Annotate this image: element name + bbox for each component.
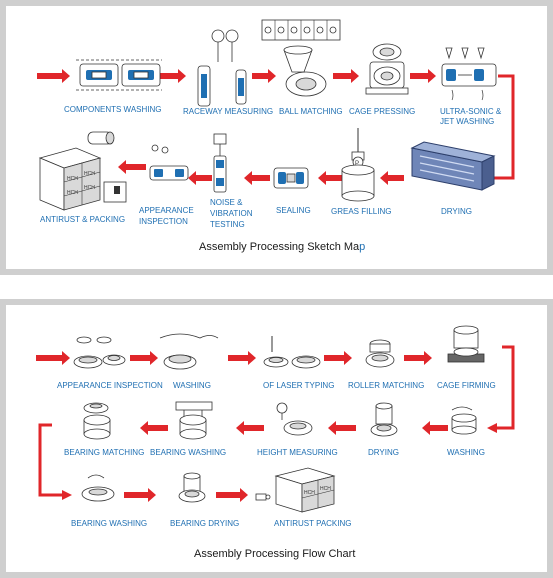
- flow-arrow: [422, 421, 448, 435]
- ultrasonic-washing-illustration: [441, 47, 497, 101]
- sealing-illustration: [273, 167, 309, 189]
- flow-arrow: [160, 69, 186, 83]
- step-label: ULTRA-SONIC &: [440, 107, 502, 116]
- step-label: WASHING: [173, 381, 211, 390]
- flow-arrow: [140, 421, 168, 435]
- vibration-testing-illustration: [213, 133, 227, 193]
- step-label: ANTIRUST PACKING: [274, 519, 352, 528]
- step-label: ANTIRUST & PACKING: [40, 215, 125, 224]
- cage-pressing-illustration: [365, 43, 409, 95]
- step-label: BEARING MATCHING: [64, 448, 144, 457]
- step-label: BALL MATCHING: [279, 107, 343, 116]
- step-label: GREAS FILLING: [331, 207, 391, 216]
- flow-chart-diagram: HCH HCH APPEARANCE INSPECTION WASHING OF…: [36, 325, 515, 560]
- antirust-packing-illustration: HCH HCH HCH HCH: [38, 131, 127, 211]
- components-washing-illustration: [76, 59, 162, 91]
- flow-connector: [490, 74, 515, 180]
- step-label: INSPECTION: [139, 217, 188, 226]
- svg-text:HCH: HCH: [84, 185, 95, 191]
- flow-arrow: [252, 69, 276, 83]
- svg-text:HCH: HCH: [320, 486, 331, 492]
- ball-matching-illustration: [261, 19, 341, 97]
- svg-text:P: P: [355, 161, 359, 167]
- flow-arrow: [37, 69, 70, 83]
- flow-arrow: [188, 171, 212, 185]
- raceway-measuring-illustration: [197, 29, 247, 107]
- step-label: SEALING: [276, 206, 311, 215]
- laser-typing-illustration: [263, 336, 321, 369]
- flow-arrow: [333, 69, 359, 83]
- flow-arrow: [487, 423, 497, 433]
- sketch-map-panel: P HCH HCH HCH HCH: [0, 0, 553, 275]
- step-label: WASHING: [447, 448, 485, 457]
- flow-arrow: [324, 351, 352, 365]
- drying-illustration: [370, 402, 398, 437]
- flow-arrow: [244, 171, 270, 185]
- antirust-packing-illustration: HCH HCH: [255, 467, 336, 513]
- step-label: BEARING WASHING: [150, 448, 226, 457]
- flow-arrow: [216, 488, 248, 502]
- step-label: TESTING: [210, 220, 245, 229]
- step-label: HEIGHT MEASURING: [257, 448, 338, 457]
- step-label: CAGE FIRMING: [437, 381, 496, 390]
- step-label: DRYING: [441, 207, 472, 216]
- bearing-matching-illustration: [83, 402, 111, 440]
- flow-arrow: [36, 351, 70, 365]
- step-label: APPEARANCE: [139, 206, 194, 215]
- washing-illustration: [159, 333, 219, 370]
- step-label: BEARING DRYING: [170, 519, 239, 528]
- step-label: NOISE &: [210, 198, 243, 207]
- step-label: DRYING: [368, 448, 399, 457]
- step-label: VIBRATION: [210, 209, 253, 218]
- flow-arrow: [118, 160, 146, 174]
- bearing-washing-illustration: [175, 401, 213, 440]
- svg-text:HCH: HCH: [67, 190, 78, 196]
- flow-arrow: [380, 171, 404, 185]
- svg-text:HCH: HCH: [84, 171, 95, 177]
- washing-illustration: [451, 406, 477, 435]
- cage-firming-illustration: [447, 325, 485, 363]
- flow-arrow: [62, 490, 72, 500]
- svg-text:HCH: HCH: [67, 176, 78, 182]
- flow-chart-caption: Assembly Processing Flow Chart: [194, 548, 355, 560]
- step-label: ROLLER MATCHING: [348, 381, 424, 390]
- step-label: CAGE PRESSING: [349, 107, 415, 116]
- bearing-drying-illustration: [178, 472, 206, 503]
- flow-arrow: [328, 421, 356, 435]
- step-label: COMPONENTS WASHING: [64, 105, 161, 114]
- flow-connector: [38, 423, 64, 497]
- drying-illustration: [410, 141, 496, 191]
- appearance-inspection-illustration: [149, 144, 189, 181]
- flow-arrow: [228, 351, 256, 365]
- appearance-inspection-illustration: [73, 336, 126, 369]
- flow-arrow: [318, 171, 342, 185]
- bearing-washing-illustration: [81, 474, 115, 502]
- flow-connector: [494, 345, 515, 430]
- flow-arrow: [130, 351, 158, 365]
- flow-arrow: [124, 488, 156, 502]
- step-label: BEARING WASHING: [71, 519, 147, 528]
- flow-arrow: [410, 69, 436, 83]
- svg-text:HCH: HCH: [304, 490, 315, 496]
- sketch-map-diagram: P HCH HCH HCH HCH: [37, 19, 515, 253]
- flow-arrow: [404, 351, 432, 365]
- flow-arrow: [236, 421, 264, 435]
- flow-chart-panel: HCH HCH APPEARANCE INSPECTION WASHING OF…: [0, 299, 553, 578]
- step-label: OF LASER TYPING: [263, 381, 334, 390]
- grease-filling-illustration: P: [341, 128, 375, 202]
- step-label: JET WASHING: [440, 117, 494, 126]
- roller-matching-illustration: [365, 339, 395, 368]
- height-measuring-illustration: [276, 402, 313, 436]
- step-label: APPEARANCE INSPECTION: [57, 381, 163, 390]
- sketch-map-caption: Assembly Processing Sketch Map: [199, 241, 365, 253]
- step-label: RACEWAY MEASURING: [183, 107, 273, 116]
